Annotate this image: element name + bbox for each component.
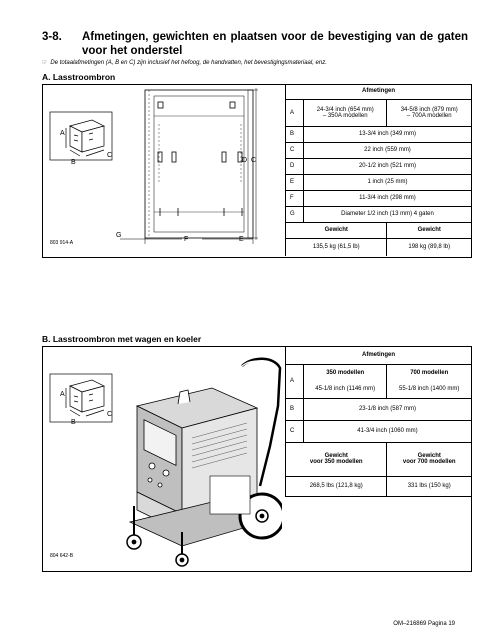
label-g: G (116, 232, 121, 239)
weight-350-b: 268,5 lbs (121,8 kg) (284, 475, 388, 497)
row-c-key-b: C (285, 419, 304, 443)
note: ☞De totaalafmetingen (A, B en C) zijn in… (42, 59, 327, 66)
weight-header-350: Gewicht (284, 221, 388, 239)
row-c-value: 22 inch (559 mm) (302, 141, 473, 159)
row-b-value-b: 23-1/8 inch (587 mm) (302, 397, 473, 421)
label-c-dim: C (251, 157, 256, 164)
table-b-header: Afmetingen (285, 346, 472, 365)
section-title-text: Afmetingen, gewichten en plaatsen voor d… (82, 31, 468, 57)
label-c: C (107, 152, 112, 159)
note-text: De totaalafmetingen (A, B en C) zijn inc… (50, 60, 327, 66)
weight-header-350-b: Gewicht voor 350 modellen (284, 441, 388, 477)
row-a-700: 34-5/8 inch (879 mm) – 700A modellen (386, 98, 472, 127)
row-d-value: 20-1/2 inch (521 mm) (302, 157, 473, 175)
base-plan-drawing (144, 89, 254, 239)
table-a-header: Afmetingen (285, 84, 472, 100)
weight-header-700: Gewicht (386, 221, 472, 239)
row-e-key: E (285, 173, 304, 191)
welder-cart-drawing (126, 357, 282, 567)
label-a-b: A (60, 391, 65, 398)
row-a-key-b: A (285, 363, 304, 399)
label-d: D (242, 157, 247, 164)
label-b: B (71, 159, 76, 166)
row-f-value: 11-3/4 inch (298 mm) (302, 189, 473, 207)
label-f: F (184, 236, 188, 243)
weight-700-b: 331 lbs (150 kg) (386, 475, 472, 497)
row-b-key-b: B (285, 397, 304, 421)
page-footer: OM–216869 Pagina 19 (393, 621, 455, 627)
weight-700: 198 kg (89,8 lb) (386, 237, 472, 256)
heading-section-a: A. Lasstroombron (42, 72, 116, 82)
row-b-value: 13-3/4 inch (349 mm) (302, 125, 473, 143)
iso-box-icon-b (49, 373, 113, 423)
a-value-700: 55-1/8 inch (1400 mm) (386, 381, 472, 399)
dimensions-table-b: Afmetingen A 350 modellen 700 modellen 4… (284, 346, 473, 497)
label-b-b: B (71, 419, 76, 426)
a-value-350: 45-1/8 inch (1146 mm) (302, 381, 388, 399)
label-a: A (60, 130, 65, 137)
row-c-key: C (285, 141, 304, 159)
row-f-key: F (285, 189, 304, 207)
row-g-key: G (285, 205, 304, 223)
power-source-drawing: A B C D C G F E (49, 88, 258, 244)
row-c-value-b: 41-3/4 inch (1060 mm) (302, 419, 473, 443)
figure-box-b (42, 346, 472, 572)
note-hand-icon: ☞ (42, 60, 48, 66)
weight-header-700-b: Gewicht voor 700 modellen (386, 441, 472, 477)
label-c-b: C (107, 411, 112, 418)
label-e: E (239, 236, 244, 243)
figure-code-a: 803 914-A (50, 240, 74, 246)
row-a-key: A (285, 98, 304, 127)
row-d-key: D (285, 157, 304, 175)
cart-unit-drawing: A B C (49, 357, 282, 567)
heading-section-b: B. Lasstroombron met wagen en koeler (42, 334, 202, 344)
figure-code-b: 804 642-B (50, 553, 74, 559)
row-a-350: 24-3/4 inch (654 mm) – 350A modellen (302, 98, 388, 127)
row-e-value: 1 inch (25 mm) (302, 173, 473, 191)
iso-box-icon (49, 111, 113, 161)
row-b-key: B (285, 125, 304, 143)
a-header-350: 350 modellen (302, 363, 388, 381)
figure-box-a (42, 84, 472, 258)
dimensions-table-a: Afmetingen A 24-3/4 inch (654 mm) – 350A… (284, 84, 473, 256)
row-g-value: Diameter 1/2 inch (13 mm) 4 gaten (302, 205, 473, 223)
section-number: 3-8. (42, 31, 62, 43)
weight-350: 135,5 kg (61,5 lb) (284, 237, 388, 256)
a-header-700: 700 modellen (386, 363, 472, 381)
